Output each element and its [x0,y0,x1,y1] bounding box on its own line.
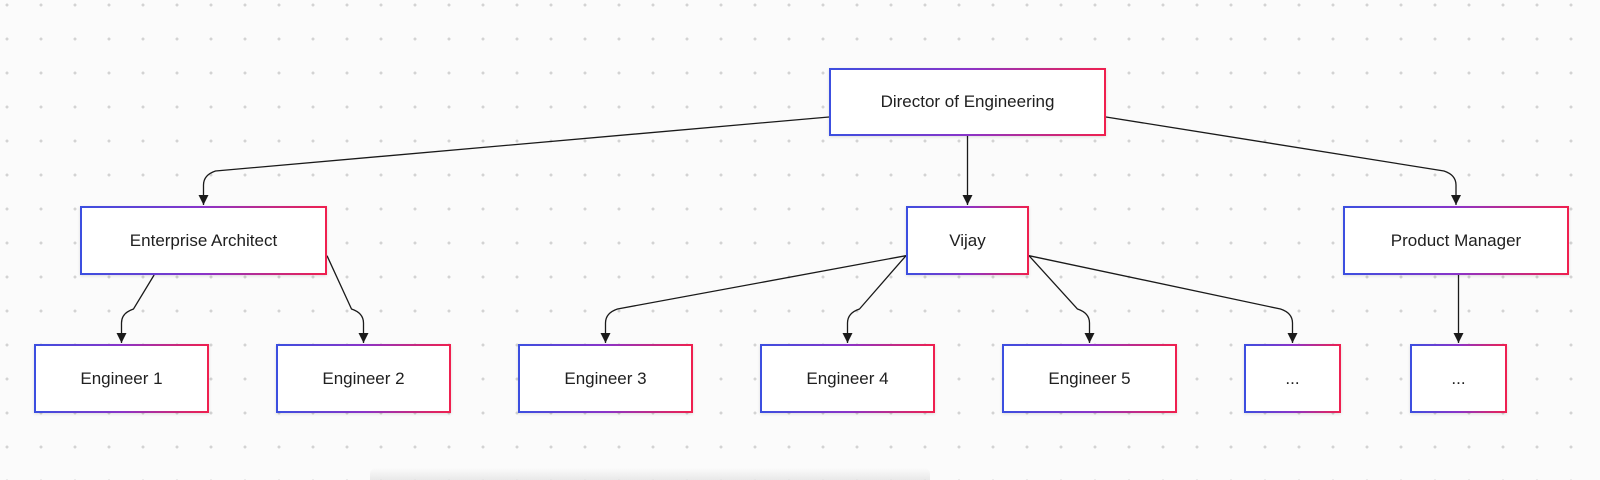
connector-vijay-to-engineer_4 [842,255,907,343]
node-enterprise-architect[interactable]: Enterprise Architect [80,206,327,275]
node-label: Director of Engineering [880,92,1055,111]
node-label: Vijay [949,230,986,250]
node-label: Engineer 5 [1048,368,1131,388]
node-engineer-2[interactable]: Engineer 2 [276,344,451,413]
connector-line [1028,255,1095,343]
node-label: Engineer 2 [322,368,405,388]
connector-line [116,274,155,343]
node-engineer-1[interactable]: Engineer 1 [34,344,209,413]
connector-line [326,255,369,343]
connector-architect-to-engineer_2 [326,255,369,343]
node-engineer-4[interactable]: Engineer 4 [760,344,935,413]
bottom-scroll-shade [370,468,930,480]
connector-vijay-to-engineer_5 [1028,255,1095,343]
node-label: Engineer 4 [806,368,889,388]
node-label: ... [1285,368,1300,388]
node-director-of-engineering[interactable]: Director of Engineering [829,68,1106,136]
node-vijay[interactable]: Vijay [906,206,1029,275]
connector-director-to-product_manager [1105,116,1461,205]
node-label: Engineer 3 [564,368,647,388]
connector-vijay-to-engineer_3 [600,255,907,343]
node-engineer-5[interactable]: Engineer 5 [1002,344,1177,413]
node-label: Engineer 1 [80,368,163,388]
connector-line [198,116,830,205]
node-label: Enterprise Architect [129,230,278,250]
connector-line [1105,116,1461,205]
connector-vijay-to-vijay_more [1028,255,1298,343]
connector-director-to-architect [198,116,830,205]
node-label: ... [1451,368,1466,388]
node-vijay-more[interactable]: ... [1244,344,1341,413]
connector-line [1028,255,1298,343]
node-label: Product Manager [1390,230,1522,250]
node-product-manager[interactable]: Product Manager [1343,206,1569,275]
node-product-manager-more[interactable]: ... [1410,344,1507,413]
node-engineer-3[interactable]: Engineer 3 [518,344,693,413]
connector-architect-to-engineer_1 [116,274,155,343]
connector-line [600,255,907,343]
connector-line [842,255,907,343]
